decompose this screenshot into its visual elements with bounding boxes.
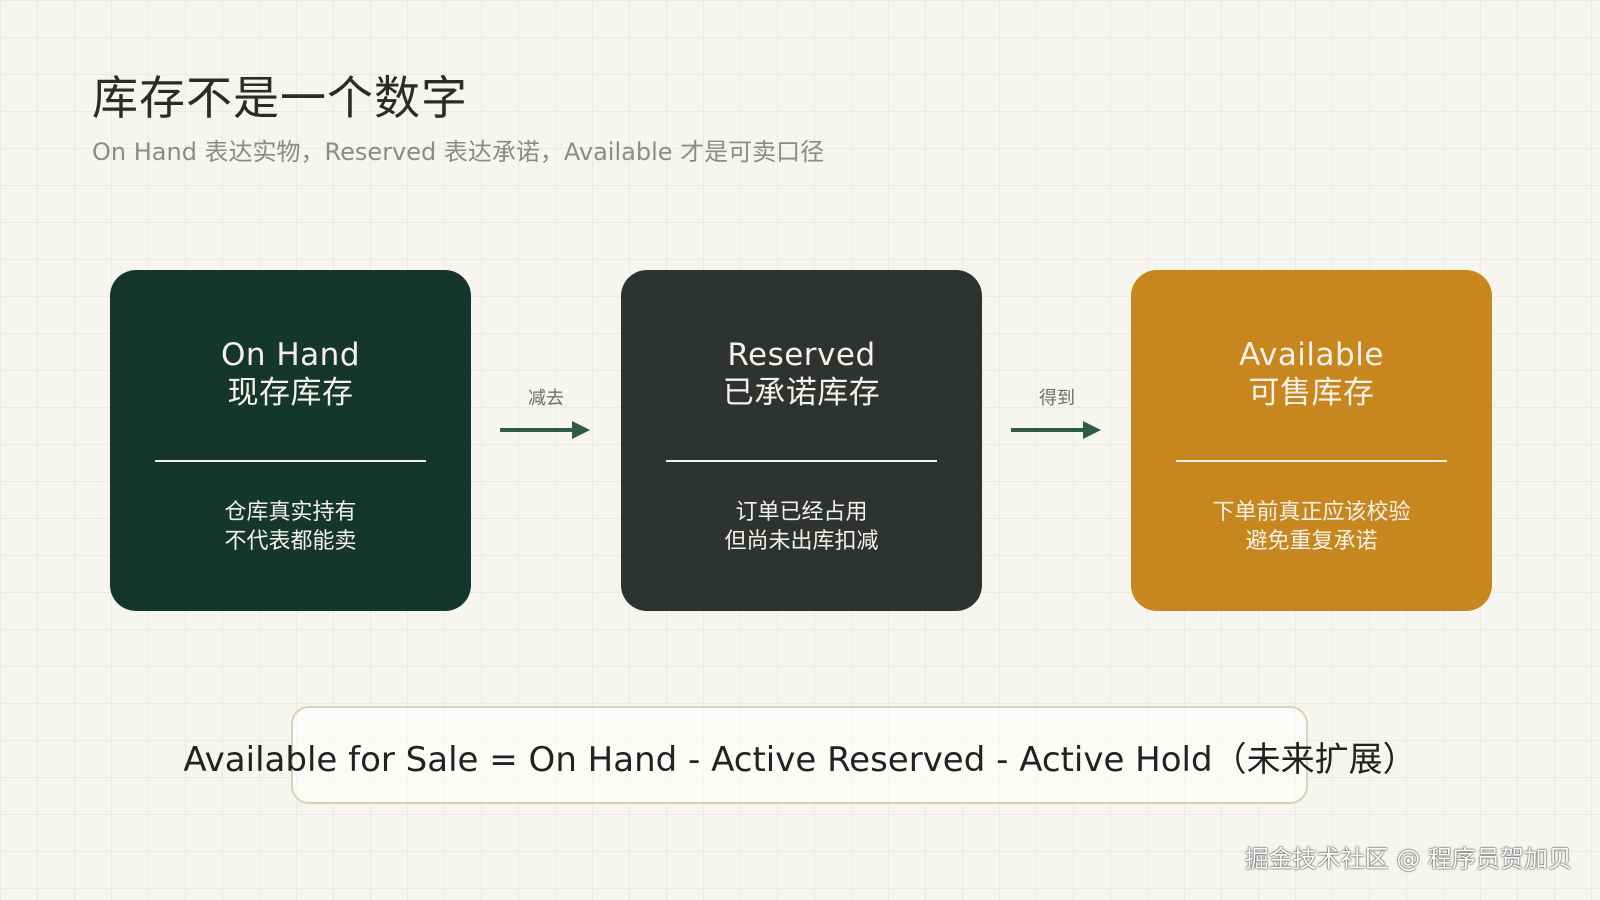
card-desc-line: 仓库真实持有 (224, 500, 357, 525)
connector-label: 得到 (1039, 388, 1075, 409)
card-divider (1176, 460, 1447, 462)
available-card: Available 可售库存 下单前真正应该校验 避免重复承诺 (1131, 270, 1492, 611)
card-divider (155, 460, 426, 462)
card-desc-line: 但尚未出库扣减 (724, 529, 879, 554)
card-title-cn: 可售库存 (1248, 375, 1375, 411)
reserved-card: Reserved 已承诺库存 订单已经占用 但尚未出库扣减 (621, 270, 982, 611)
card-title: On Hand 现存库存 (110, 336, 471, 412)
watermark: 掘金技术社区 @ 程序员贺加贝 (1244, 845, 1572, 873)
card-title-cn: 已承诺库存 (722, 375, 881, 411)
page-subtitle: On Hand 表达实物，Reserved 表达承诺，Available 才是可… (92, 138, 825, 166)
card-desc-line: 不代表都能卖 (224, 529, 357, 554)
card-title-en: Reserved (727, 337, 876, 373)
on-hand-card: On Hand 现存库存 仓库真实持有 不代表都能卖 (110, 270, 471, 611)
card-desc-line: 下单前真正应该校验 (1212, 500, 1411, 525)
connector-label: 减去 (528, 388, 564, 409)
card-title-cn: 现存库存 (227, 375, 354, 411)
card-title-en: On Hand (220, 337, 361, 373)
formula-box (291, 706, 1308, 804)
result-connector: 得到 (1011, 380, 1103, 450)
formula-text: Available for Sale = On Hand - Active Re… (183, 740, 1417, 780)
page-title: 库存不是一个数字 (92, 71, 468, 125)
card-description: 订单已经占用 但尚未出库扣减 (621, 498, 982, 556)
card-title-en: Available (1239, 337, 1384, 373)
card-desc-line: 订单已经占用 (735, 500, 868, 525)
card-desc-line: 避免重复承诺 (1245, 529, 1378, 554)
card-description: 下单前真正应该校验 避免重复承诺 (1131, 498, 1492, 556)
card-title: Available 可售库存 (1131, 336, 1492, 412)
card-title: Reserved 已承诺库存 (621, 336, 982, 412)
card-divider (666, 460, 937, 462)
right-arrow-icon (500, 421, 590, 439)
right-arrow-icon (1011, 421, 1101, 439)
subtract-connector: 减去 (500, 380, 592, 450)
card-description: 仓库真实持有 不代表都能卖 (110, 498, 471, 556)
